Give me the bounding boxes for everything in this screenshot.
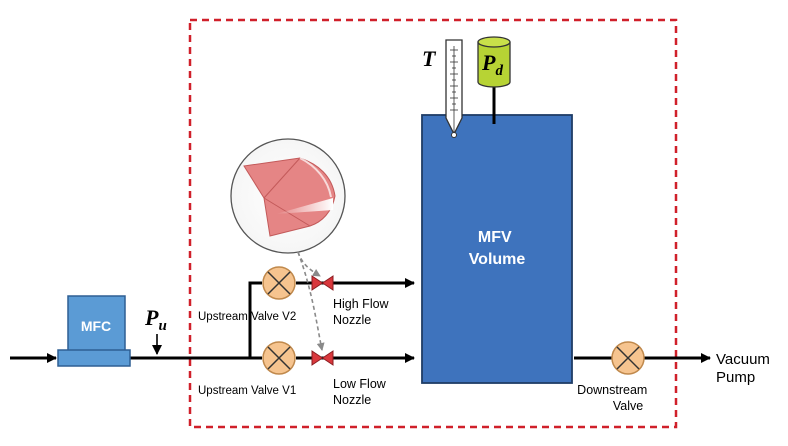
pressure-downstream-symbol: Pd bbox=[481, 50, 503, 79]
mfc-unit: MFC bbox=[57, 295, 131, 367]
inset-leader-low bbox=[297, 251, 325, 351]
control-volume-boundary bbox=[188, 18, 678, 429]
high-flow-nozzle bbox=[311, 275, 334, 291]
high-flow-nozzle-label: High Flow Nozzle bbox=[333, 297, 392, 327]
pressure-upstream-symbol: Pu bbox=[144, 305, 167, 334]
upstream-valve-v1[interactable] bbox=[262, 341, 296, 375]
upstream-valve-v2[interactable] bbox=[262, 266, 296, 300]
nozzle-inset bbox=[230, 138, 346, 254]
inset-leader-high bbox=[297, 251, 321, 277]
temperature-symbol: T bbox=[422, 46, 437, 71]
thermometer-icon bbox=[445, 39, 463, 138]
downstream-valve-label: Downstream Valve bbox=[577, 383, 651, 413]
upstream-valve-v1-label: Upstream Valve V1 bbox=[198, 385, 296, 397]
low-flow-nozzle-label: Low Flow Nozzle bbox=[333, 377, 389, 407]
branch-line bbox=[248, 281, 262, 358]
pressure-gauge-icon bbox=[477, 36, 511, 124]
low-flow-nozzle bbox=[311, 350, 334, 366]
upstream-valve-v2-label: Upstream Valve V2 bbox=[198, 311, 296, 323]
vacuum-pump-label: Vacuum Pump bbox=[716, 351, 774, 386]
mfv-volume-label: MFV Volume bbox=[469, 229, 526, 268]
mfc-label: MFC bbox=[81, 318, 111, 334]
downstream-valve[interactable] bbox=[611, 341, 645, 375]
mfv-volume-tank bbox=[421, 114, 573, 384]
